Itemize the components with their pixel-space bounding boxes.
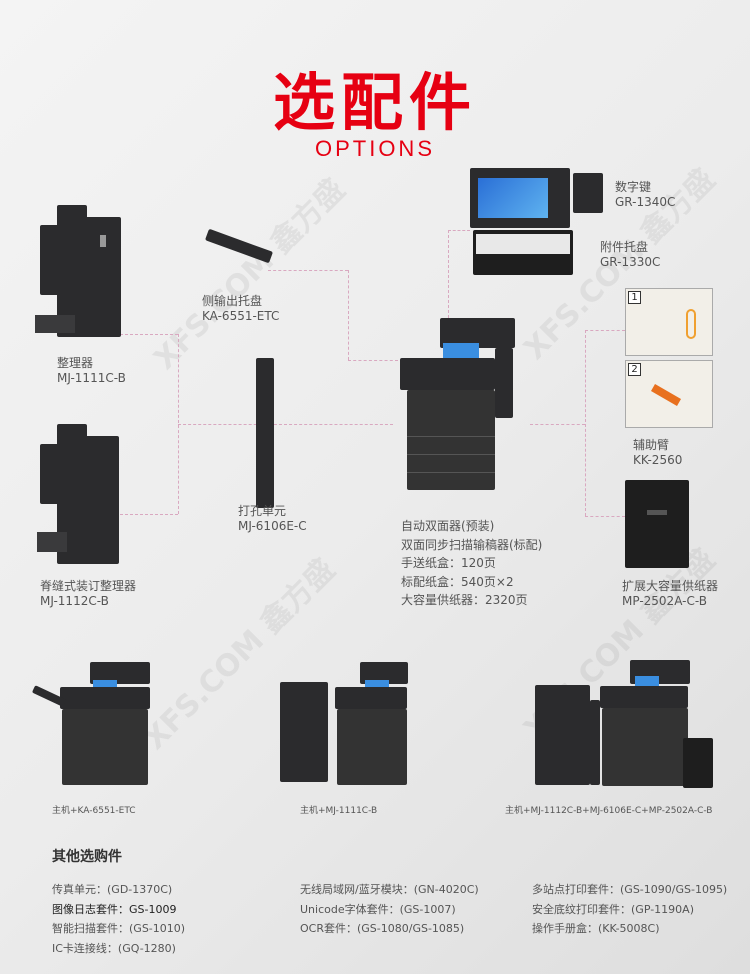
connector-line [348,360,398,361]
config3-caption: 主机+MJ-1112C-B+MJ-6106E-C+MP-2502A-C-B [505,806,713,816]
connector-line [120,334,178,335]
page-subtitle: OPTIONS [314,136,435,161]
connector-line [120,514,178,515]
step-number: 1 [628,291,641,304]
other-option-item: 传真单元：(GD-1370C) [52,883,173,896]
config3-image [535,660,715,790]
other-option-item: 操作手册盒：(KK-5008C) [532,922,660,935]
other-option-item: 智能扫描套件：(GS-1010) [52,922,186,935]
features-list: 自动双面器(预装) 双面同步扫描输稿器(标配) 手送纸盒：120页 标配纸盒：5… [401,517,542,610]
other-option-item: 安全底纹打印套件：(GP-1190A) [532,902,694,916]
control-panel-image [468,168,608,278]
other-option-item: IC卡连接线：(GQ-1280) [52,941,176,955]
config1-image [30,662,155,787]
connector-line [530,424,585,425]
connector-line [585,330,586,516]
other-option-item: Unicode字体套件：(GS-1007) [300,902,456,916]
main-machine-image [395,318,520,493]
other-options-col1: 传真单元：(GD-1370C) 图像日志套件：GS-1009 智能扫描套件：(G… [52,880,185,958]
config1-caption: 主机+KA-6551-ETC [52,806,136,816]
watermark: XFS.COM 鑫方盛 [147,172,353,377]
connector-line [178,424,393,425]
connector-line [348,270,349,360]
other-option-item: 图像日志套件：GS-1009 [52,902,177,916]
feature-item: 手送纸盒：120页 [401,556,496,570]
feature-item: 双面同步扫描输稿器(标配) [401,537,543,552]
lcf-image [625,480,689,568]
other-options-section: 其他选购件 [52,846,122,866]
other-option-item: 无线局域网/蓝牙模块：(GN-4020C) [300,883,479,896]
connector-line [585,330,625,331]
page-title: 选配件 [272,66,477,139]
feature-item: 自动双面器(预装) [401,519,495,533]
other-option-item: OCR套件：(GS-1080/GS-1085) [300,922,465,935]
assist-arm-step2-image: 2 [625,360,713,428]
connector-line [585,516,625,517]
assist-arm-step1-image: 1 [625,288,713,356]
connector-line [268,270,348,271]
connector-line [448,230,449,318]
config2-caption: 主机+MJ-1111C-B [300,806,378,816]
other-options-col2: 无线局域网/蓝牙模块：(GN-4020C) Unicode字体套件：(GS-10… [300,880,479,939]
other-options-col3: 多站点打印套件：(GS-1090/GS-1095) 安全底纹打印套件：(GP-1… [532,880,727,939]
other-options-title: 其他选购件 [52,849,122,865]
config2-image [280,662,410,787]
finisher-image [35,205,125,347]
saddle-finisher-image [35,424,125,568]
punch-unit-image [256,358,274,508]
feature-item: 大容量供纸器：2320页 [401,593,528,607]
feature-item: 标配纸盒：540页×2 [401,574,514,589]
connector-line [448,230,470,231]
other-option-item: 多站点打印套件：(GS-1090/GS-1095) [532,883,728,896]
step-number: 2 [628,363,641,376]
